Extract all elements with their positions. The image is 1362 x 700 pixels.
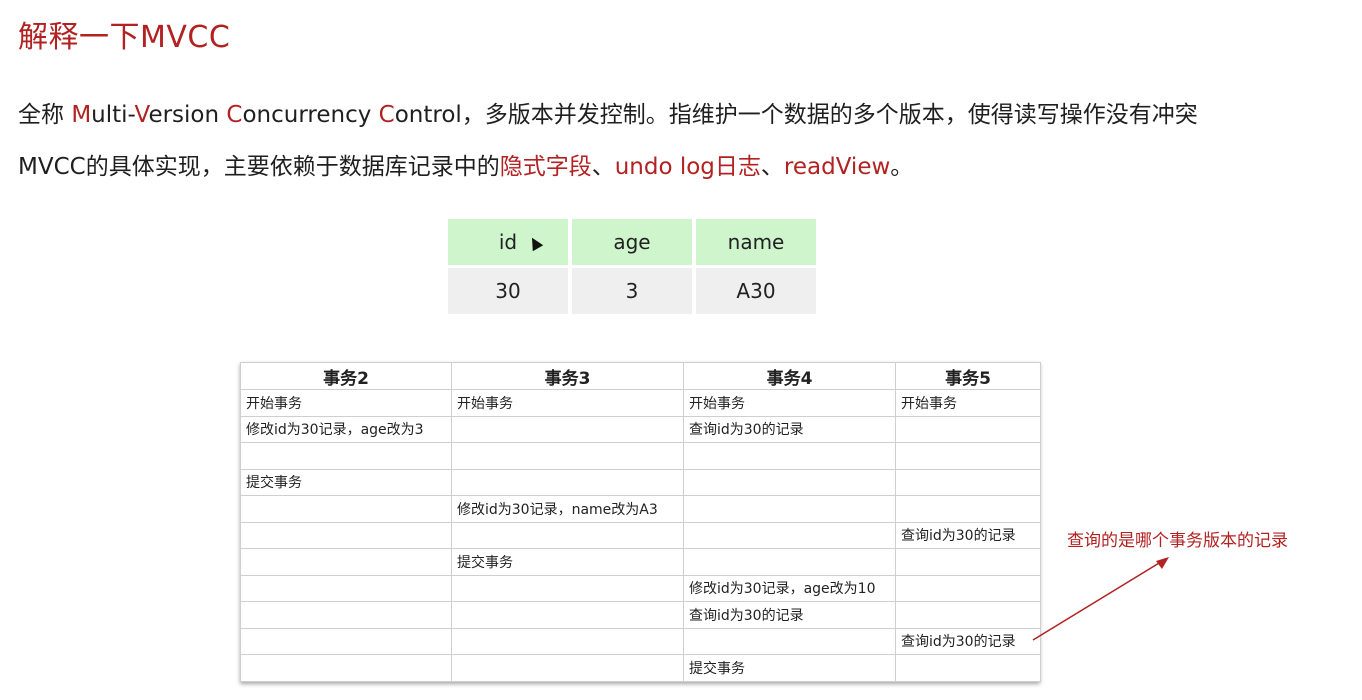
table-cell: 修改id为30记录，age改为3: [240, 415, 452, 443]
intro-m-rest: ulti-: [91, 102, 135, 128]
record-header-age: age: [572, 219, 692, 265]
table-cell: [683, 495, 896, 523]
intro-c2: C: [378, 102, 395, 128]
record-table: id age name 30 3 A30: [444, 216, 820, 317]
table-cell: [240, 627, 452, 655]
impl-prefix: MVCC的具体实现，主要依赖于数据库记录中的: [18, 154, 500, 180]
impl-sep2: 、: [760, 154, 784, 180]
table-cell: [895, 654, 1041, 682]
intro-c1: C: [226, 102, 243, 128]
table-cell: 开始事务: [451, 389, 684, 417]
table-cell: [451, 468, 684, 496]
table-row: 修改id为30记录，name改为A3: [240, 495, 1041, 523]
table-row: 提交事务: [240, 468, 1041, 496]
table-cell: [240, 521, 452, 549]
read-view-term: readView: [783, 154, 891, 180]
tx-header-3: 事务3: [451, 362, 684, 390]
table-cell: [451, 415, 684, 443]
table-cell: [451, 654, 684, 682]
implementation-line: MVCC的具体实现，主要依赖于数据库记录中的隐式字段、undo log日志、re…: [18, 147, 913, 181]
intro-line: 全称 Multi-Version Concurrency Control，多版本…: [18, 95, 1198, 129]
table-cell: 开始事务: [895, 389, 1041, 417]
table-cell: 查询id为30的记录: [895, 521, 1041, 549]
table-cell: [240, 548, 452, 576]
transaction-header-row: 事务2 事务3 事务4 事务5: [240, 362, 1041, 390]
table-cell: [895, 442, 1041, 470]
table-cell: [240, 495, 452, 523]
table-row: 提交事务: [240, 654, 1041, 682]
table-cell: [683, 468, 896, 496]
table-cell: [240, 442, 452, 470]
table-row: 提交事务: [240, 548, 1041, 576]
table-cell: [240, 601, 452, 629]
transaction-table-wrapper: 事务2 事务3 事务4 事务5 开始事务开始事务开始事务开始事务修改id为30记…: [240, 362, 1041, 682]
intro-m: M: [71, 102, 92, 128]
table-cell: 开始事务: [683, 389, 896, 417]
intro-c1-rest: oncurrency: [242, 102, 379, 128]
table-row: 修改id为30记录，age改为3 查询id为30的记录: [240, 415, 1041, 443]
annotation-text: 查询的是哪个事务版本的记录: [1067, 531, 1288, 551]
table-cell: 提交事务: [683, 654, 896, 682]
table-cell: [683, 521, 896, 549]
table-cell: [895, 548, 1041, 576]
table-cell: 提交事务: [451, 548, 684, 576]
impl-end: 。: [890, 154, 914, 180]
table-row: 开始事务开始事务开始事务开始事务: [240, 389, 1041, 417]
record-row: 30 3 A30: [448, 268, 816, 314]
table-cell: 修改id为30记录，name改为A3: [451, 495, 684, 523]
intro-prefix: 全称: [18, 102, 72, 128]
table-cell: 查询id为30的记录: [683, 415, 896, 443]
table-cell: 查询id为30的记录: [895, 627, 1041, 655]
table-row: 查询id为30的记录: [240, 521, 1041, 549]
table-cell: [451, 442, 684, 470]
record-cell-name: A30: [696, 268, 816, 314]
table-cell: [895, 574, 1041, 602]
intro-v: V: [134, 102, 149, 128]
undo-log-term: undo log日志: [614, 154, 761, 180]
table-cell: [451, 627, 684, 655]
table-row: 查询id为30的记录: [240, 601, 1041, 629]
hidden-fields-term: 隐式字段: [499, 154, 592, 180]
table-cell: [895, 468, 1041, 496]
table-row: 查询id为30的记录: [240, 627, 1041, 655]
table-cell: 查询id为30的记录: [683, 601, 896, 629]
intro-c2-rest: ontrol: [394, 102, 462, 128]
tx-header-2: 事务2: [240, 362, 452, 390]
record-header-id: id: [448, 219, 568, 265]
record-header-row: id age name: [448, 219, 816, 265]
table-cell: [240, 654, 452, 682]
annotation-arrow-icon: [1032, 557, 1169, 641]
record-cell-id: 30: [448, 268, 568, 314]
table-cell: [683, 548, 896, 576]
table-cell: [683, 442, 896, 470]
table-cell: [895, 415, 1041, 443]
table-cell: [895, 495, 1041, 523]
tx-header-5: 事务5: [895, 362, 1041, 390]
table-cell: [683, 627, 896, 655]
page-title: 解释一下MVCC: [18, 20, 231, 55]
impl-sep1: 、: [591, 154, 615, 180]
table-cell: [895, 601, 1041, 629]
table-cell: 提交事务: [240, 468, 452, 496]
table-cell: [451, 574, 684, 602]
record-header-name: name: [696, 219, 816, 265]
record-cell-age: 3: [572, 268, 692, 314]
tx-header-4: 事务4: [683, 362, 896, 390]
table-cell: 开始事务: [240, 389, 452, 417]
table-cell: [240, 574, 452, 602]
table-cell: [451, 601, 684, 629]
intro-suffix: ，多版本并发控制。指维护一个数据的多个版本，使得读写操作没有冲突: [461, 102, 1198, 128]
intro-v-rest: ersion: [148, 102, 227, 128]
transaction-table: 事务2 事务3 事务4 事务5 开始事务开始事务开始事务开始事务修改id为30记…: [240, 362, 1041, 682]
table-row: 修改id为30记录，age改为10: [240, 574, 1041, 602]
table-cell: [451, 521, 684, 549]
table-cell: 修改id为30记录，age改为10: [683, 574, 896, 602]
table-row: [240, 442, 1041, 470]
